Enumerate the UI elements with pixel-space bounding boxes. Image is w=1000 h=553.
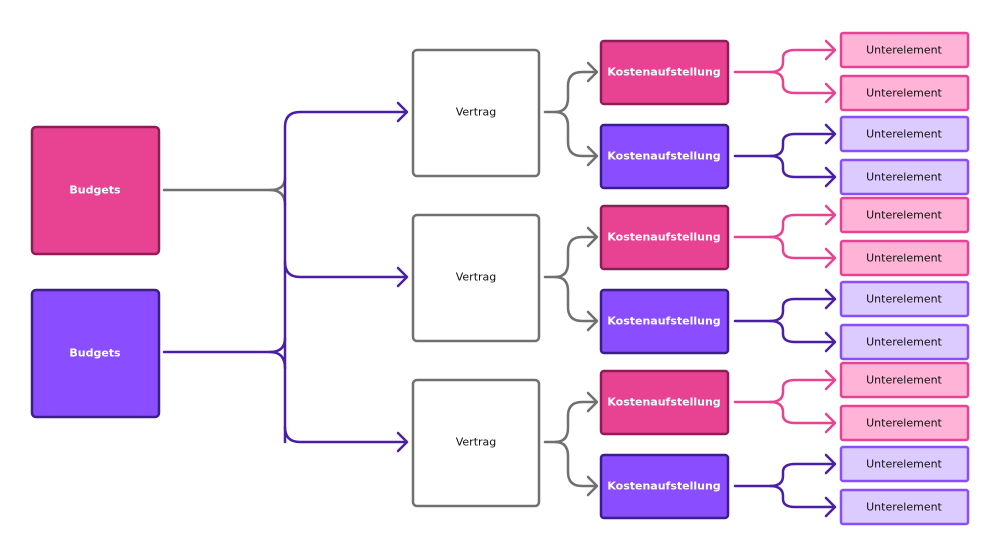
cost-item-2-2-arrow-upper (824, 288, 837, 310)
contract-3-fork (543, 400, 597, 444)
cost-item-3-2-arrow-lower (824, 496, 837, 518)
sub-item-label-3-2-2: Unterelement (866, 501, 942, 514)
contract-box-2 (411, 213, 541, 343)
sub-item-box-3-2-1 (839, 445, 970, 483)
budgets-box-pink (30, 125, 161, 256)
cost-item-box-3-2 (599, 453, 730, 520)
contract-1-fork-lower (553, 110, 597, 158)
cost-item-label-3-1: Kostenaufstellung (607, 396, 720, 409)
cost-item-2-1-arrow-lower (824, 247, 837, 269)
arrow-contract-3 (396, 431, 409, 453)
cost-item-3-2-arrow-upper (824, 453, 837, 475)
cost-item-3-1-arrow-upper (824, 369, 837, 391)
sub-item-box-1-1-2 (839, 74, 970, 112)
cost-item-box-2-1 (599, 204, 730, 271)
contract-1-arrow-lower (586, 145, 599, 167)
trunk-to-contract-3 (283, 425, 407, 444)
cost-item-label-2-1: Kostenaufstellung (607, 231, 720, 244)
sub-item-label-2-2-2: Unterelement (866, 336, 942, 349)
sub-item-label-3-1-1: Unterelement (866, 374, 942, 387)
sub-item-label-3-1-2: Unterelement (866, 417, 942, 430)
cost-item-3-1-connector-lower (768, 400, 835, 425)
sub-item-label-2-1-2: Unterelement (866, 252, 942, 265)
sub-item-label-2-1-1: Unterelement (866, 209, 942, 222)
cost-item-2-2-connector-lower (768, 319, 835, 344)
cost-item-2-1-arrow-upper (824, 204, 837, 226)
cost-item-1-2-connector-lower (768, 154, 835, 179)
sub-item-label-1-1-2: Unterelement (866, 87, 942, 100)
cost-item-3-1-arrow-lower (824, 412, 837, 434)
contract-label-3: Vertrag (456, 436, 497, 449)
budgets-label-pink: Budgets (69, 184, 121, 197)
cost-item-2-1-connector-lower (768, 235, 835, 260)
trunk-to-contract-2 (283, 260, 407, 279)
cost-item-1-1-connector-lower (768, 70, 835, 95)
contract-label-1: Vertrag (456, 106, 497, 119)
cost-item-2-2-arrow-lower (824, 331, 837, 353)
sub-item-box-1-1-1 (839, 31, 970, 69)
budgets-label-purple: Budgets (69, 347, 121, 360)
sub-item-box-1-2-2 (839, 158, 970, 196)
cost-item-3-1-connector-upper (733, 378, 835, 404)
contract-box-1 (411, 48, 541, 178)
arrow-contract-1 (396, 101, 409, 123)
contract-2-fork (543, 235, 597, 279)
budget-pink-connector (162, 176, 287, 192)
cost-item-1-1-connector-upper (733, 48, 835, 74)
contract-2-arrow-lower (586, 310, 599, 332)
contract-3-arrow-lower (586, 475, 599, 497)
cost-item-3-2-connector-upper (733, 462, 835, 488)
budget-purple-connector-down (268, 350, 287, 370)
sub-item-box-2-2-2 (839, 323, 970, 361)
contract-1-arrow-upper (586, 61, 599, 83)
cost-item-1-2-connector-upper (733, 132, 835, 158)
contract-2-arrow-upper (586, 226, 599, 248)
cost-item-box-1-2 (599, 123, 730, 190)
contract-1-fork (543, 70, 597, 114)
contract-3-fork-lower (553, 440, 597, 488)
sub-item-box-3-1-2 (839, 404, 970, 442)
cost-item-1-1-arrow-upper (824, 39, 837, 61)
sub-item-label-1-1-1: Unterelement (866, 44, 942, 57)
sub-item-box-1-2-1 (839, 115, 970, 153)
sub-item-box-3-1-1 (839, 361, 970, 399)
contract-2-fork-lower (553, 275, 597, 323)
cost-item-2-1-connector-upper (733, 213, 835, 239)
cost-item-2-2-connector-upper (733, 297, 835, 323)
contract-3-arrow-upper (586, 391, 599, 413)
cost-item-label-2-2: Kostenaufstellung (607, 315, 720, 328)
contract-box-3 (411, 378, 541, 508)
sub-item-label-1-2-2: Unterelement (866, 171, 942, 184)
cost-item-box-1-1 (599, 39, 730, 106)
budgets-box-purple (30, 288, 161, 419)
cost-item-1-2-arrow-lower (824, 166, 837, 188)
cost-item-label-1-1: Kostenaufstellung (607, 66, 720, 79)
sub-item-box-3-2-2 (839, 488, 970, 526)
trunk-to-contract-1 (283, 110, 407, 444)
sub-item-label-2-2-1: Unterelement (866, 293, 942, 306)
cost-item-box-2-2 (599, 288, 730, 355)
sub-item-box-2-1-2 (839, 239, 970, 277)
cost-item-box-3-1 (599, 369, 730, 436)
budget-pink-connector-down (268, 188, 287, 207)
sub-item-label-1-2-1: Unterelement (866, 128, 942, 141)
arrow-contract-2 (396, 266, 409, 288)
sub-item-label-3-2-1: Unterelement (866, 458, 942, 471)
cost-item-label-1-2: Kostenaufstellung (607, 150, 720, 163)
cost-item-1-2-arrow-upper (824, 123, 837, 145)
budget-purple-connector (162, 336, 287, 354)
sub-item-box-2-2-1 (839, 280, 970, 318)
cost-item-1-1-arrow-lower (824, 82, 837, 104)
cost-item-label-3-2: Kostenaufstellung (607, 480, 720, 493)
sub-item-box-2-1-1 (839, 196, 970, 234)
contract-label-2: Vertrag (456, 271, 497, 284)
cost-item-3-2-connector-lower (768, 484, 835, 509)
